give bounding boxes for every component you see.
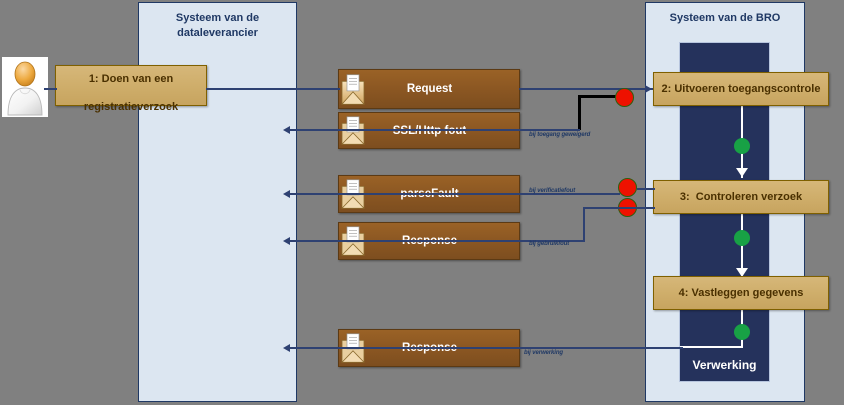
red-dot-verificatie	[618, 178, 637, 197]
connector-step3-left-stub2	[637, 207, 655, 209]
red-dot-toegang	[615, 88, 634, 107]
connector-fault1-horizontal-top	[578, 95, 623, 98]
condition-toegang-geweigerd: bij toegang geweigerd	[529, 132, 591, 138]
condition-verwerking: bij verwerking	[524, 350, 563, 356]
connector-actor-to-step1	[44, 88, 57, 90]
connector-step1-to-request	[206, 88, 340, 90]
process-box-step1[interactable]: 1: Doen van een registratieverzoek	[55, 65, 207, 113]
step1-line1: 1: Doen van een	[88, 72, 174, 85]
lane-dataleverancier-title-line1: Systeem van de	[175, 12, 260, 24]
processing-column-label: Verwerking	[692, 358, 757, 372]
user-actor-icon	[7, 61, 43, 116]
arrow-into-parsefault-box	[283, 190, 290, 198]
envelope-icon	[340, 113, 366, 148]
connector-step3-left-stub	[637, 188, 655, 190]
green-dot-3	[734, 324, 750, 340]
lane-bro-title: Systeem van de BRO	[669, 12, 781, 24]
envelope-icon	[340, 330, 366, 366]
flow-arrow-to-3	[736, 168, 748, 177]
process-box-step3[interactable]: 3: Controleren verzoek	[653, 180, 829, 214]
connector-fault1-vertical	[578, 96, 581, 130]
step1-line2: registratieverzoek	[83, 100, 179, 113]
arrow-into-response-bottom-box	[283, 344, 290, 352]
process-box-step1-label: 1: Doen van een registratieverzoek	[84, 58, 178, 114]
connector-gebruik-vertical	[583, 207, 585, 241]
envelope-icon	[340, 223, 366, 259]
connector-gebruik-to-response	[287, 240, 585, 242]
flow-arrow-to-4	[736, 268, 748, 277]
connector-parsefault	[287, 193, 620, 195]
condition-verificatiefout: bij verificatiefout	[529, 188, 576, 194]
connector-verwerking-to-response	[287, 347, 683, 349]
connector-request-to-bro	[519, 88, 653, 90]
flow-line-exit-horizontal	[680, 346, 742, 348]
process-box-step2[interactable]: 2: Uitvoeren toegangscontrole	[653, 72, 829, 106]
envelope-icon	[340, 176, 366, 212]
arrow-request-into-step2	[645, 85, 652, 93]
connector-fault1-to-sslbox	[287, 129, 580, 131]
green-dot-2	[734, 230, 750, 246]
green-dot-1	[734, 138, 750, 154]
message-request-top[interactable]: Request	[338, 69, 520, 109]
condition-gebruikfout: bij gebruikfout	[529, 241, 570, 247]
connector-gebruik-horizontal	[583, 207, 637, 209]
actor-dataleverancier	[2, 57, 48, 117]
envelope-icon	[340, 70, 366, 108]
arrow-into-ssl-box	[283, 126, 290, 134]
process-box-step4[interactable]: 4: Vastleggen gegevens	[653, 276, 829, 310]
flow-line-3-to-4	[741, 214, 743, 278]
message-request-top-label: Request	[406, 83, 453, 95]
lane-dataleverancier-title-line2: dataleverancier	[177, 27, 258, 39]
arrow-into-response-mid-box	[283, 237, 290, 245]
